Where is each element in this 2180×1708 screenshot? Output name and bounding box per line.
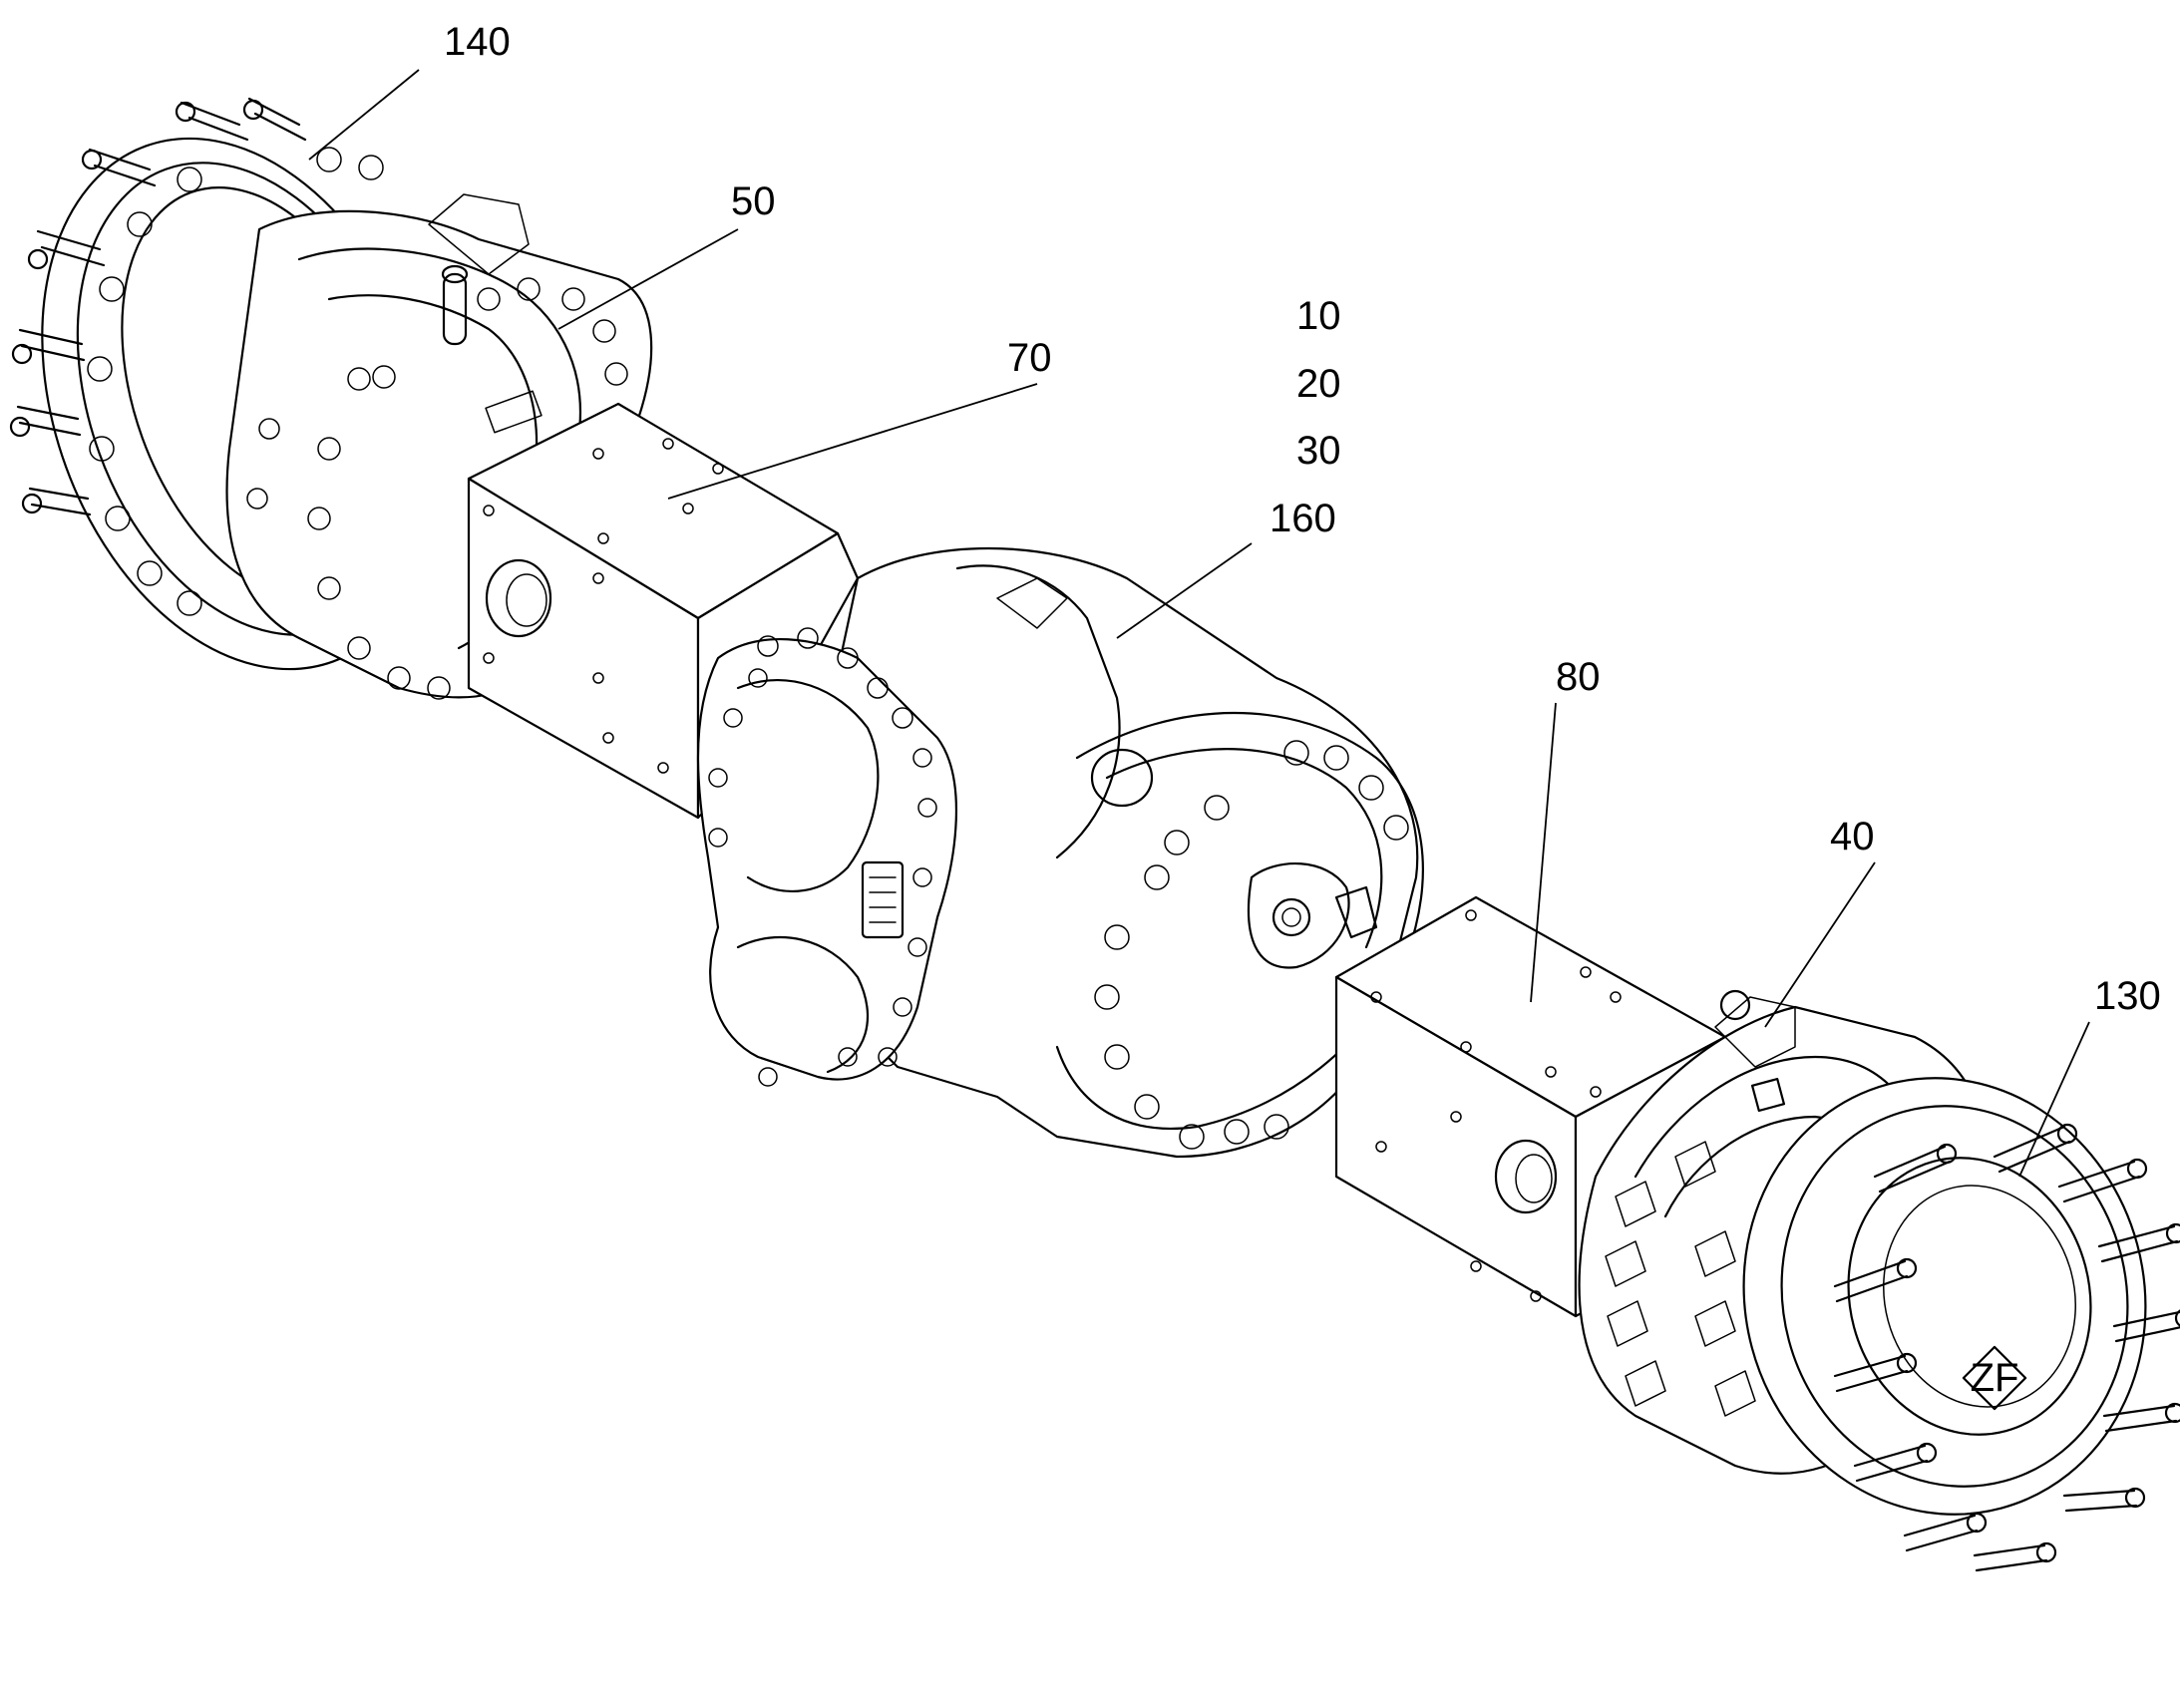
leader-lines	[308, 69, 2090, 1178]
cover-bolts	[708, 627, 937, 1087]
leader-130	[2018, 1021, 2090, 1178]
left-hub-studs	[9, 97, 307, 516]
label-50: 50	[731, 179, 776, 223]
label-30: 30	[1296, 429, 1341, 473]
label-130: 130	[2094, 974, 2161, 1018]
zf-emblem: ZF	[1962, 1345, 2027, 1411]
leader-80	[1530, 702, 1557, 1003]
reference-numerals: 140 50 10 20 30 70 160 80 40 130	[444, 20, 2161, 1018]
label-140: 140	[444, 20, 511, 64]
differential-bolts	[1094, 740, 1409, 1150]
right-tube-holes	[1370, 909, 1622, 1302]
label-20: 20	[1296, 362, 1341, 406]
leader-50	[557, 228, 739, 330]
label-10: 10	[1296, 294, 1341, 338]
label-160: 160	[1270, 497, 1336, 540]
left-tube-holes	[483, 438, 724, 774]
leader-40	[1764, 861, 1876, 1028]
label-80: 80	[1556, 655, 1601, 699]
differential-housing-160	[796, 546, 1424, 1159]
label-70: 70	[1007, 336, 1052, 380]
leader-140	[308, 69, 420, 161]
leader-160	[1116, 542, 1253, 639]
left-housing-bolts	[246, 277, 628, 700]
emblem-text: ZF	[1971, 1356, 2019, 1400]
right-wheel-hub-130: ZF	[1742, 1077, 2180, 1572]
label-40: 40	[1830, 815, 1875, 858]
right-hub-studs	[1833, 1123, 2180, 1572]
input-gear-cover	[696, 627, 957, 1087]
left-flange-bolts	[87, 147, 384, 616]
leader-70	[667, 383, 1038, 500]
right-housing-teeth	[1605, 1141, 1756, 1417]
